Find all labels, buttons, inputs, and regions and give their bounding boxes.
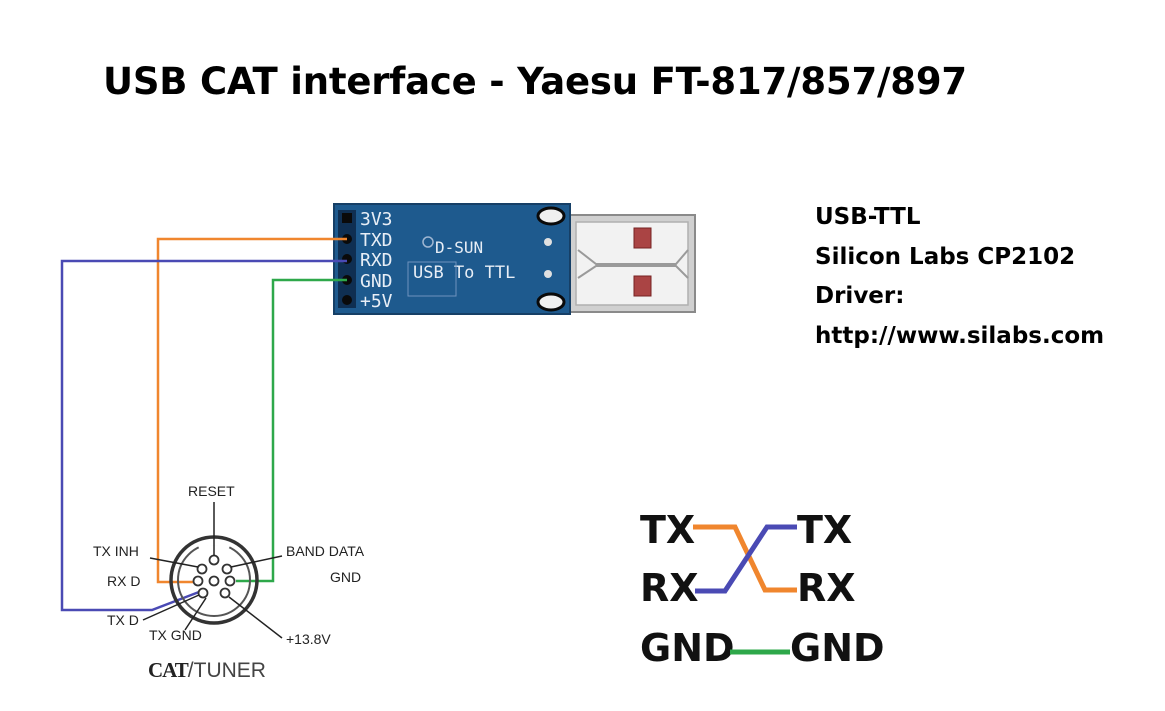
label-reset: RESET: [188, 483, 235, 499]
label-rx-d: RX D: [107, 573, 140, 589]
pin-3v3-pad: [342, 213, 352, 223]
pin-tx-inh: [196, 563, 208, 575]
label-13v8: +13.8V: [286, 631, 331, 647]
legend-tx-line: [693, 524, 797, 593]
legend-gnd-left: GND: [640, 626, 735, 670]
pin-center: [208, 575, 220, 587]
usb-ttl-board: 3V3 TXD RXD GND +5V D-SUN USB To TTL: [333, 203, 571, 315]
pin-reset: [208, 554, 220, 566]
legend-gnd-right: GND: [790, 626, 885, 670]
legend-rx-right: RX: [797, 566, 856, 610]
legend-rx-left: RX: [640, 566, 699, 610]
pin-5v-pad: [342, 295, 352, 305]
pin-label-5v: +5V: [360, 291, 393, 312]
board-name: USB To TTL: [413, 263, 515, 283]
usb-plug: [567, 214, 696, 313]
legend-rx-line: [695, 524, 797, 594]
crossover-legend: TX RX GND TX RX GND: [640, 508, 885, 670]
pin-label-gnd: GND: [360, 271, 393, 292]
pin-gnd: [224, 575, 236, 587]
rx-wire: [60, 259, 347, 612]
diagram-title: USB CAT interface - Yaesu FT-817/857/897: [103, 60, 967, 103]
din-connector: RESET TX INH BAND DATA RX D GND TX D TX …: [93, 483, 365, 682]
label-tx-gnd: TX GND: [149, 627, 202, 643]
tx-wire: [156, 237, 347, 584]
legend-tx-left: TX: [640, 508, 695, 552]
pin-tx-d: [197, 587, 209, 599]
pin-rx-d: [192, 575, 204, 587]
label-cat: CAT: [148, 658, 189, 682]
driver-url[interactable]: http://www.silabs.com: [815, 322, 1105, 349]
connector-caption: CAT/TUNER: [148, 658, 266, 682]
pin-rxd-pad: [342, 254, 352, 264]
chip-name: Silicon Labs CP2102: [815, 243, 1076, 270]
legend-tx-right: TX: [797, 508, 852, 552]
pin-band-data: [221, 563, 233, 575]
label-tx-inh: TX INH: [93, 543, 139, 559]
pin-label-txd: TXD: [360, 230, 393, 251]
gnd-wire: [236, 278, 347, 583]
adapter-info: USB-TTL Silicon Labs CP2102 Driver: http…: [815, 198, 1104, 356]
label-tx-d: TX D: [107, 612, 139, 628]
board-brand: D-SUN: [435, 238, 483, 257]
label-band-data: BAND DATA: [286, 543, 365, 559]
adapter-type: USB-TTL: [815, 204, 921, 230]
label-gnd: GND: [330, 569, 361, 585]
pin-13v8: [219, 587, 231, 599]
driver-label: Driver:: [815, 283, 905, 309]
pin-label-3v3: 3V3: [360, 209, 393, 230]
wires: [60, 237, 347, 612]
label-tuner: /TUNER: [188, 659, 266, 682]
pin-label-rxd: RXD: [360, 250, 393, 271]
